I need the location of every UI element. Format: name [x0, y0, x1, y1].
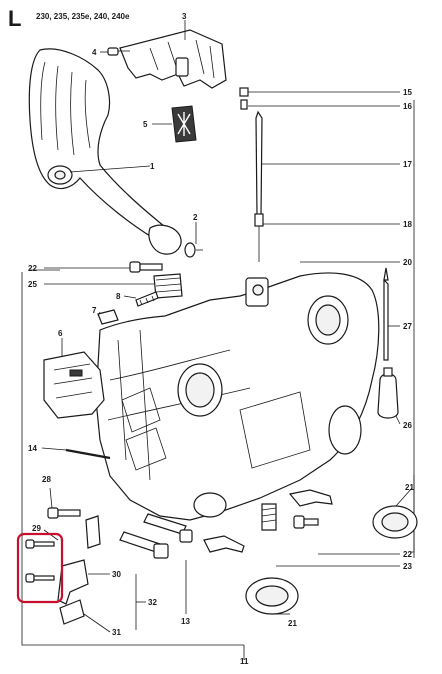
callout-2: 2 — [193, 213, 198, 222]
callout-7: 7 — [92, 306, 97, 315]
callout-23: 23 — [403, 562, 412, 571]
callout-21-upper: 21 — [405, 483, 414, 492]
callout-27: 27 — [403, 322, 412, 331]
highlight-box — [16, 532, 64, 604]
callout-29: 29 — [32, 524, 41, 533]
callout-32: 32 — [148, 598, 157, 607]
sleeves-13 — [119, 513, 193, 559]
callout-11: 11 — [240, 657, 249, 666]
callout-22-left: 22 — [28, 264, 37, 273]
model-list: 230, 235, 235e, 240, 240e — [36, 12, 130, 21]
callout-1: 1 — [150, 162, 155, 171]
callout-3: 3 — [182, 12, 187, 21]
hand-guard — [28, 48, 203, 258]
callout-28: 28 — [42, 475, 51, 484]
group-frame — [21, 100, 415, 655]
callout-21-lower: 21 — [288, 619, 297, 628]
right-side-parts — [377, 267, 399, 419]
callout-6: 6 — [58, 329, 63, 338]
callout-13: 13 — [181, 617, 190, 626]
decal-5 — [171, 105, 197, 143]
callout-17: 17 — [403, 160, 412, 169]
callout-5: 5 — [143, 120, 148, 129]
rod-14 — [65, 448, 111, 460]
left-small-parts — [97, 261, 183, 325]
callout-20: 20 — [403, 258, 412, 267]
callout-26: 26 — [403, 421, 412, 430]
callout-30: 30 — [112, 570, 121, 579]
callout-8: 8 — [116, 292, 121, 301]
callout-31: 31 — [112, 628, 121, 637]
callout-22-right: 22 — [403, 550, 412, 559]
screw-4 — [107, 47, 130, 56]
callout-4: 4 — [92, 48, 97, 57]
leader-lines — [41, 20, 413, 660]
rear-cover — [119, 29, 227, 89]
callout-14: 14 — [28, 444, 37, 453]
section-letter: L — [8, 6, 22, 31]
callout-15: 15 — [403, 88, 412, 97]
callout-18: 18 — [403, 220, 412, 229]
cable-assembly — [239, 87, 264, 262]
callout-16: 16 — [403, 102, 412, 111]
callout-labels: 1 2 3 4 5 6 7 8 11 13 14 15 16 17 18 20 … — [28, 12, 414, 666]
callout-25: 25 — [28, 280, 37, 289]
bolts-lower-left — [25, 507, 101, 625]
cover-6 — [43, 351, 105, 419]
lower-right-parts — [203, 489, 418, 615]
crankcase — [95, 272, 380, 521]
